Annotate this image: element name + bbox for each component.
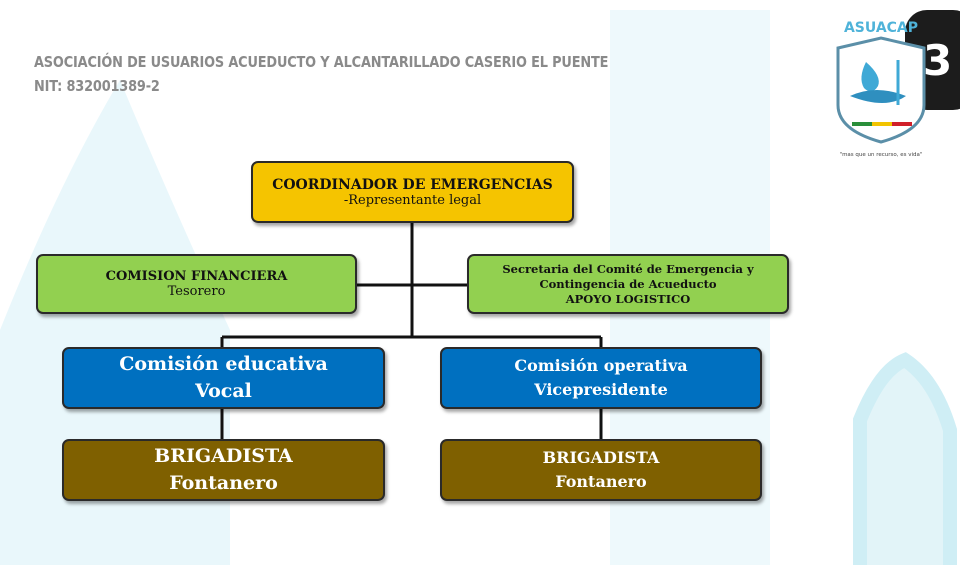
financial-subtitle: Tesorero	[167, 284, 226, 299]
coordinator-subtitle: -Representante legal	[343, 192, 482, 208]
logo-name: ASUACAP	[844, 20, 918, 36]
organization-header: ASOCIACIÓN DE USUARIOS ACUEDUCTO Y ALCAN…	[34, 50, 608, 98]
asuacap-logo: ASUACAP "mas que un recurso, es vida"	[836, 20, 926, 158]
brigade-left-box: BRIGADISTA Fontanero	[62, 439, 385, 501]
education-commission-box: Comisión educativa Vocal	[62, 347, 385, 409]
education-subtitle: Vocal	[195, 380, 252, 402]
logo-slogan: "mas que un recurso, es vida"	[840, 152, 923, 158]
organization-nit: NIT: 832001389-2	[34, 77, 160, 95]
watermark-drop-right	[860, 360, 950, 565]
logo-flag-yellow	[872, 122, 892, 126]
brigade-right-title: BRIGADISTA	[542, 448, 660, 467]
logo-drop-icon	[861, 62, 879, 92]
logo-shield	[836, 36, 926, 144]
secretary-line1: Secretaria del Comité de Emergencia y	[502, 261, 754, 276]
operations-subtitle: Vicepresidente	[534, 380, 668, 399]
operations-commission-box: Comisión operativa Vicepresidente	[440, 347, 762, 409]
brigade-right-subtitle: Fontanero	[555, 472, 647, 491]
brigade-right-box: BRIGADISTA Fontanero	[440, 439, 762, 501]
logo-flag-green	[852, 122, 872, 126]
brigade-left-subtitle: Fontanero	[169, 472, 278, 494]
secretary-box: Secretaria del Comité de Emergencia y Co…	[467, 254, 789, 314]
secretary-line2: Contingencia de Acueducto	[539, 276, 717, 291]
logo-hands-icon	[850, 90, 906, 103]
logo-flag-red	[892, 122, 912, 126]
secretary-line3: APOYO LOGISTICO	[565, 291, 691, 306]
coordinator-box: COORDINADOR DE EMERGENCIAS -Representant…	[251, 161, 574, 223]
page-number: 3	[923, 35, 953, 85]
watermark-drop-outline	[853, 352, 957, 565]
brigade-left-title: BRIGADISTA	[154, 445, 293, 467]
education-title: Comisión educativa	[119, 353, 328, 375]
coordinator-title: COORDINADOR DE EMERGENCIAS	[272, 176, 553, 193]
financial-commission-box: COMISION FINANCIERA Tesorero	[36, 254, 357, 314]
financial-title: COMISION FINANCIERA	[105, 269, 288, 284]
operations-title: Comisión operativa	[514, 356, 688, 375]
organization-name: ASOCIACIÓN DE USUARIOS ACUEDUCTO Y ALCAN…	[34, 53, 609, 71]
